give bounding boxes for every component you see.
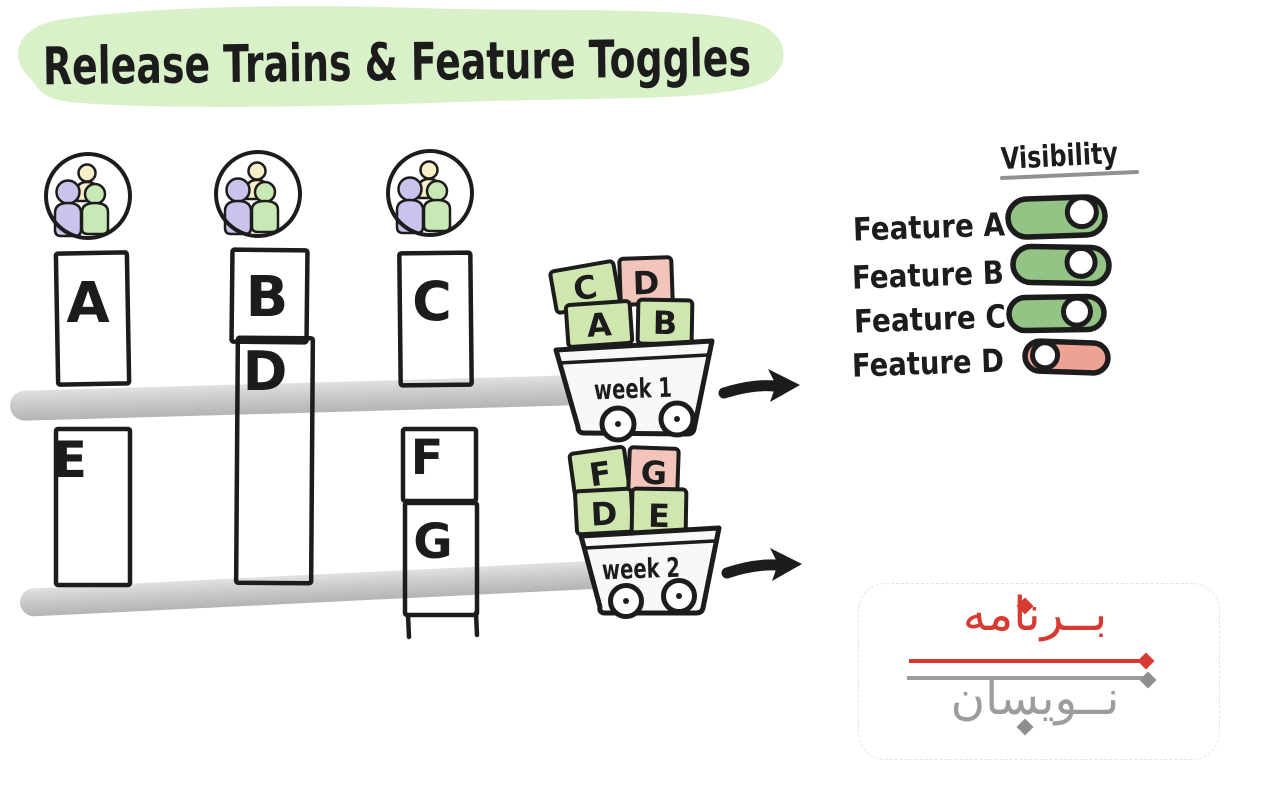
block-letter: A: [585, 305, 613, 345]
feature-column-g: G: [402, 500, 480, 640]
team-icon: [44, 152, 132, 240]
cart-block-week2-e: E: [629, 486, 689, 540]
page-title: Release Trains & Feature Toggles: [43, 29, 752, 98]
feature-toggle-d[interactable]: [1022, 338, 1111, 376]
toggle-knob: [1064, 195, 1099, 230]
cart-week2: F G D E week 2: [567, 444, 722, 619]
column-letter-a: A: [66, 271, 110, 336]
title-highlight: [17, 6, 784, 107]
cart-block-week2-d: D: [573, 486, 635, 537]
watermark-diamond-red: [1137, 652, 1155, 670]
watermark-text-primary: بــرنامه: [962, 587, 1108, 642]
watermark-rule-red: [909, 659, 1145, 663]
feature-column-c: C: [397, 250, 474, 388]
feature-column-a: A: [53, 250, 132, 387]
watermark-logo: بــرنامه نــویسان: [858, 583, 1220, 760]
feature-label-c: Feature C: [853, 297, 1006, 340]
column-letter-d: D: [243, 340, 288, 403]
block-letter: D: [632, 264, 660, 303]
team-icon: [214, 150, 302, 238]
release-rail-2: [19, 560, 620, 617]
visibility-title: Visibility: [1000, 136, 1119, 177]
cart-block-week1-a: A: [563, 299, 635, 349]
toggle-knob: [1030, 340, 1061, 371]
feature-column-d: D: [233, 335, 316, 586]
arrow-right-icon: [718, 369, 800, 402]
wheel-hub: [623, 598, 629, 604]
wheel-hub: [674, 416, 680, 422]
feature-label-a: Feature A: [852, 205, 1005, 248]
feature-label-d: Feature D: [851, 341, 1004, 384]
cart-rim: [558, 353, 709, 365]
cart-week1: C D A B week 1: [548, 255, 715, 443]
toggle-knob: [1064, 245, 1098, 279]
cart-week2-label: week 2: [601, 553, 680, 587]
block-letter: B: [652, 304, 677, 342]
column-letter-g: G: [413, 514, 452, 570]
block-letter: G: [640, 454, 668, 493]
cart-rim: [584, 539, 715, 550]
watermark-rule-gray: [907, 676, 1145, 680]
cart-block-week1-b: B: [635, 297, 695, 347]
feature-column-b: B: [229, 247, 310, 345]
watermark-text-secondary: نــویسان: [950, 671, 1120, 726]
visibility-underline: [1000, 170, 1139, 180]
team-icon: [386, 149, 474, 237]
column-letter-b: B: [246, 265, 289, 330]
block-letter: E: [648, 497, 671, 535]
feature-toggle-b[interactable]: [1010, 243, 1112, 287]
block-letter: F: [587, 454, 614, 495]
block-letter: D: [590, 494, 619, 533]
cart-block-week1-d: D: [617, 255, 675, 307]
feature-column-e: E: [53, 426, 133, 588]
feature-label-b: Feature B: [851, 253, 1004, 296]
wheel-hub: [676, 593, 682, 599]
feature-toggle-c[interactable]: [1006, 293, 1107, 334]
feature-toggle-a[interactable]: [1005, 194, 1108, 240]
column-letter-c: C: [412, 270, 452, 333]
column-letter-e: E: [53, 431, 87, 489]
arrow-right-icon: [721, 548, 802, 581]
wheel-hub: [615, 421, 621, 427]
column-letter-f: F: [411, 430, 444, 486]
feature-column-f: F: [400, 426, 479, 504]
cart-week1-label: week 1: [593, 373, 672, 407]
toggle-knob: [1060, 295, 1093, 328]
